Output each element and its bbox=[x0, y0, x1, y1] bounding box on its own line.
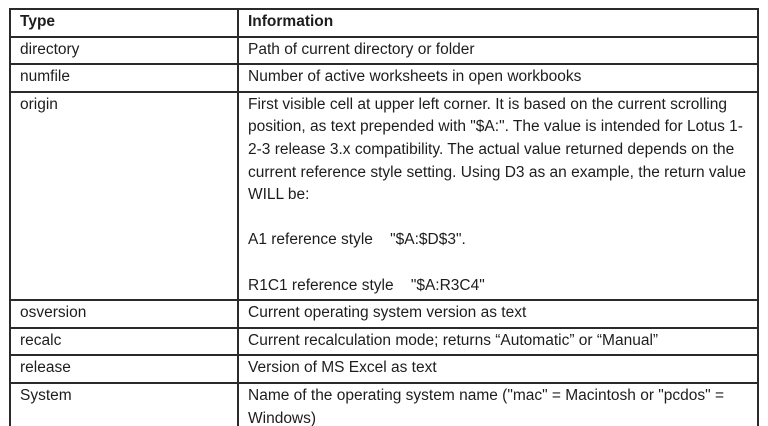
type-cell: numfile bbox=[9, 63, 239, 93]
info-cell: Version of MS Excel as text bbox=[237, 354, 759, 384]
type-cell: osversion bbox=[9, 299, 239, 329]
table-header-row: Type Information bbox=[9, 8, 759, 38]
info-cell: Current operating system version as text bbox=[237, 299, 759, 329]
info-cell: Number of active worksheets in open work… bbox=[237, 63, 759, 93]
info-cell: Current recalculation mode; returns “Aut… bbox=[237, 326, 759, 357]
type-cell: System bbox=[9, 381, 239, 426]
info-cell: Name of the operating system name ("mac"… bbox=[237, 381, 759, 426]
type-cell: release bbox=[9, 354, 239, 384]
column-header-information: Information bbox=[237, 8, 759, 38]
type-cell: origin bbox=[9, 90, 239, 302]
info-cell: Path of current directory or folder bbox=[237, 35, 759, 66]
type-cell: recalc bbox=[9, 326, 239, 357]
column-header-type: Type bbox=[9, 8, 239, 38]
type-cell: directory bbox=[9, 35, 239, 66]
info-cell: First visible cell at upper left corner.… bbox=[237, 90, 759, 302]
